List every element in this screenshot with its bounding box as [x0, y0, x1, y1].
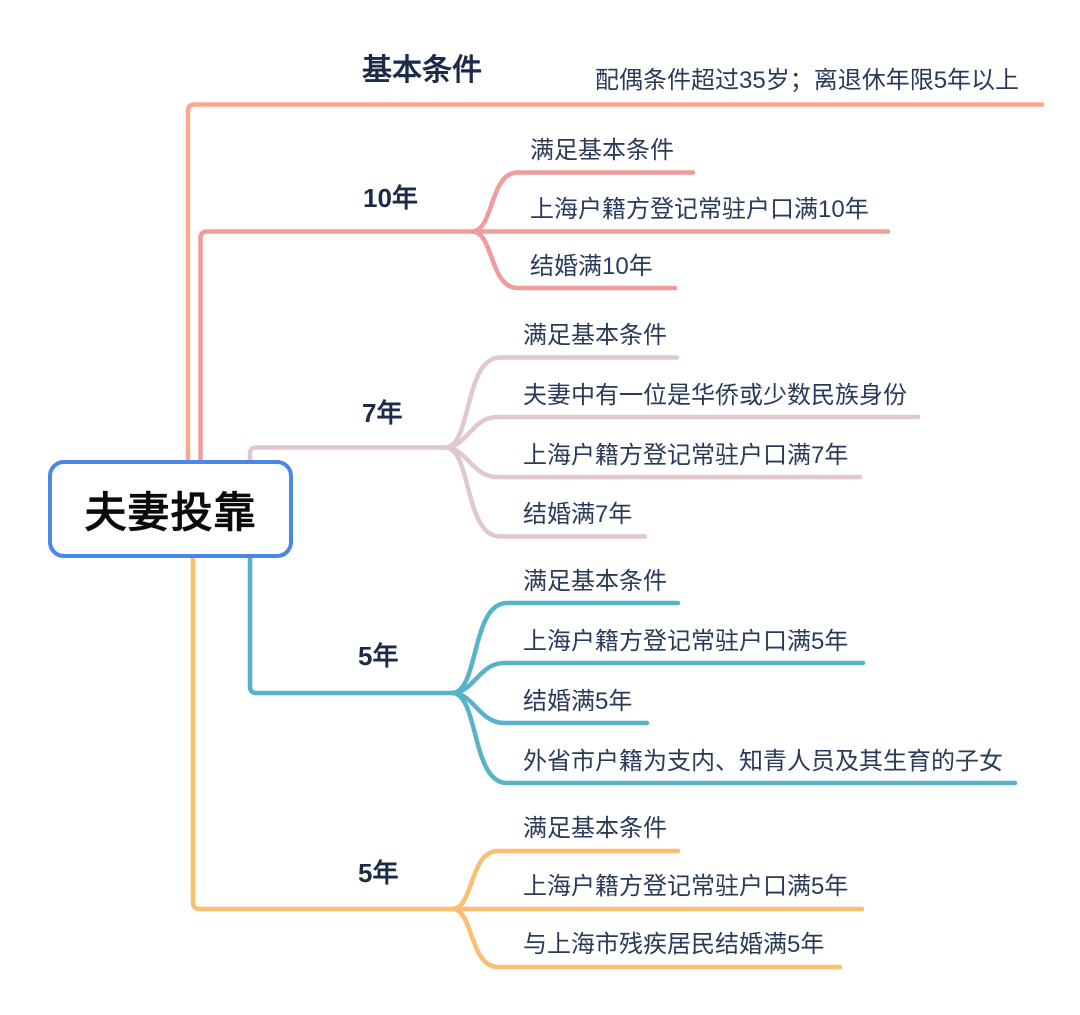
root-node-label: 夫妻投靠: [84, 488, 257, 536]
leaf-node[interactable]: 结婚满10年: [530, 253, 653, 280]
leaf-node[interactable]: 结婚满5年: [523, 688, 633, 715]
leaf-node[interactable]: 上海户籍方登记常驻户口满10年: [530, 196, 869, 223]
branch-line-basic-conditions: [185, 102, 1045, 465]
leaf-node[interactable]: 配偶条件超过35岁；离退休年限5年以上: [595, 67, 1020, 94]
branch-line-5-years-orange: [190, 553, 865, 970]
branch-line-7-years: [247, 355, 921, 539]
leaf-node[interactable]: 结婚满7年: [523, 501, 633, 528]
leaf-node[interactable]: 上海户籍方登记常驻户口满5年: [523, 873, 849, 900]
leaf-node[interactable]: 与上海市残疾居民结婚满5年: [523, 931, 825, 958]
branch-node-5-years-orange[interactable]: 5年: [358, 858, 399, 888]
leaf-node[interactable]: 上海户籍方登记常驻户口满7年: [523, 442, 849, 469]
leaf-node[interactable]: 上海户籍方登记常驻户口满5年: [523, 628, 849, 655]
leaf-node[interactable]: 满足基本条件: [523, 322, 667, 349]
leaf-node[interactable]: 外省市户籍为支内、知青人员及其生育的子女: [523, 748, 1003, 775]
branch-node-7-years[interactable]: 7年: [362, 398, 403, 428]
branch-node-10-years[interactable]: 10年: [363, 183, 418, 213]
leaf-node[interactable]: 满足基本条件: [523, 568, 667, 595]
branch-line-10-years: [198, 170, 891, 465]
leaf-node[interactable]: 夫妻中有一位是华侨或少数民族身份: [523, 382, 907, 409]
leaf-node[interactable]: 满足基本条件: [523, 815, 667, 842]
branch-line-5-years-teal: [247, 553, 1018, 786]
root-node[interactable]: 夫妻投靠: [48, 460, 293, 558]
branch-node-basic-conditions[interactable]: 基本条件: [362, 54, 482, 87]
branch-node-5-years-teal[interactable]: 5年: [358, 641, 399, 671]
leaf-node[interactable]: 满足基本条件: [530, 137, 674, 164]
